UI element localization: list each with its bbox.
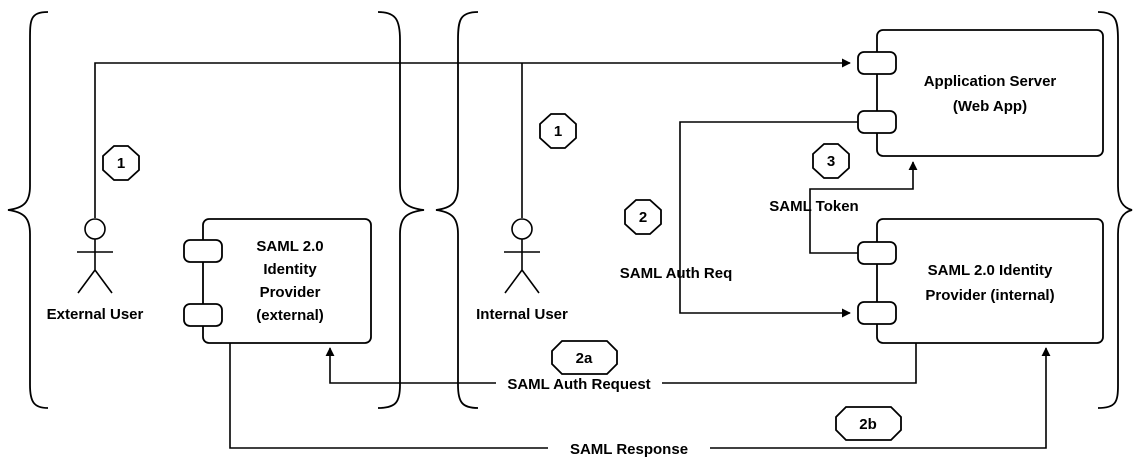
port-icon <box>857 110 897 134</box>
step-badge-1-internal: 1 <box>539 113 577 149</box>
internal-user-label: Internal User <box>476 306 568 323</box>
idp-internal-sublabel: Provider (internal) <box>925 287 1054 304</box>
external-zone-brace <box>7 11 425 409</box>
saml-token-label: SAML Token <box>769 198 858 215</box>
port-icon <box>857 301 897 325</box>
internal-user-actor-icon <box>504 218 540 294</box>
app-server-label: Application Server <box>924 73 1057 90</box>
svg-text:2: 2 <box>639 209 647 226</box>
svg-text:2a: 2a <box>576 350 593 367</box>
step-badge-3: 3 <box>812 143 850 179</box>
step-badge-2b: 2b <box>835 406 902 441</box>
edge-saml-auth-req <box>679 121 858 318</box>
port-icon <box>857 51 897 75</box>
edge-saml-auth-request-end <box>325 347 496 384</box>
step-badge-1-external: 1 <box>102 145 140 181</box>
idp-external-line1: SAML 2.0 <box>256 238 323 255</box>
saml-auth-request-label: SAML Auth Request <box>507 376 650 393</box>
external-user-actor-icon <box>77 218 113 294</box>
edge-saml-response-end <box>710 347 1051 449</box>
svg-text:1: 1 <box>554 123 562 140</box>
step-badge-2: 2 <box>624 199 662 235</box>
app-server-sublabel: (Web App) <box>953 98 1027 115</box>
idp-external-line3: Provider <box>260 284 321 301</box>
step-badge-2a: 2a <box>551 340 618 375</box>
port-icon <box>183 239 223 263</box>
idp-external-line2: Identity <box>263 261 317 278</box>
saml-response-label: SAML Response <box>570 441 688 458</box>
internal-zone-brace <box>435 11 1133 409</box>
external-user-label: External User <box>47 306 144 323</box>
svg-text:1: 1 <box>117 155 125 172</box>
port-icon <box>183 303 223 327</box>
edge-saml-auth-request <box>662 343 917 384</box>
port-icon <box>857 241 897 265</box>
edge-saml-response <box>229 343 548 449</box>
idp-internal-label: SAML 2.0 Identity <box>928 262 1053 279</box>
idp-external-line4: (external) <box>256 307 324 324</box>
edge-external-user-to-app <box>94 58 851 218</box>
idp-internal-node: SAML 2.0 Identity Provider (internal) <box>857 218 1104 344</box>
idp-external-node: SAML 2.0 Identity Provider (external) <box>183 218 372 344</box>
application-server-node: Application Server (Web App) <box>857 29 1104 157</box>
svg-text:3: 3 <box>827 153 835 170</box>
saml-auth-req-label: SAML Auth Req <box>620 265 733 282</box>
svg-text:2b: 2b <box>859 416 877 433</box>
edge-saml-token <box>809 161 918 254</box>
